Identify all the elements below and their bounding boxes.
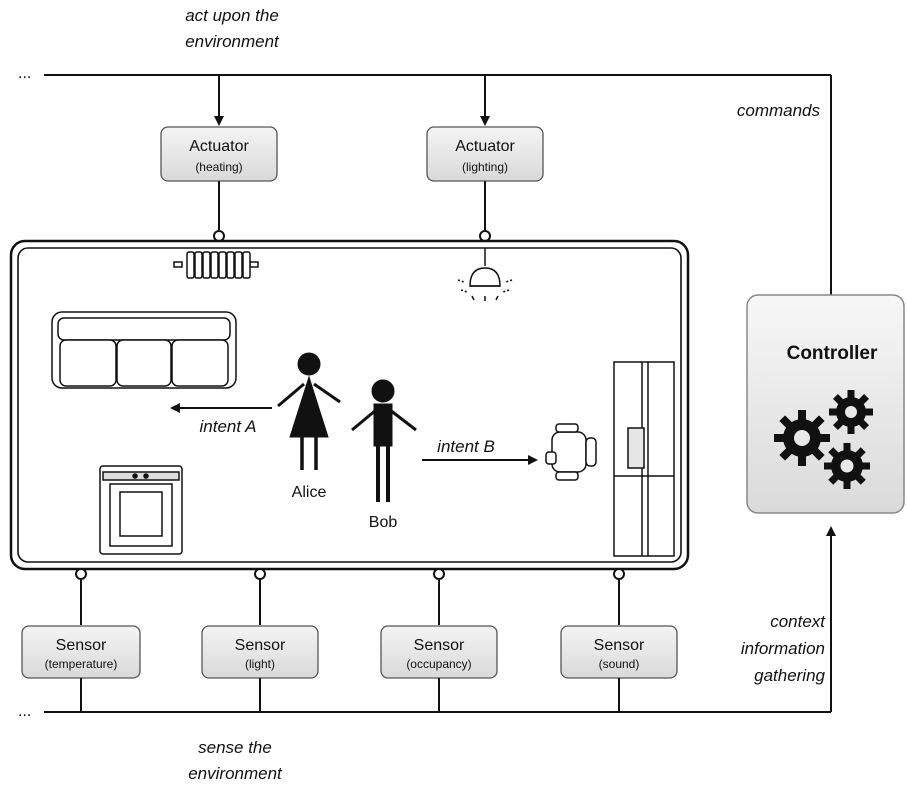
bob-figure-icon (351, 379, 417, 502)
act-upon-caption-line2: environment (185, 32, 280, 51)
alice-figure-icon (277, 352, 341, 470)
lighting-connector-port (479, 230, 491, 242)
sense-caption-line1: sense the (198, 738, 272, 757)
chair-icon (545, 423, 597, 481)
radiator-icon (173, 251, 259, 279)
sensor-occupancy-subtitle: (occupancy) (406, 657, 471, 671)
commands-label: commands (737, 101, 821, 120)
sofa-icon (51, 311, 237, 389)
actuator-heating-title: Actuator (189, 138, 249, 155)
sensor-temperature-subtitle: (temperature) (45, 657, 118, 671)
bottom-bus-ellipsis: ... (18, 703, 31, 720)
sensor-temperature-box: Sensor (temperature) (21, 625, 141, 679)
sensor-sound-box: Sensor (sound) (560, 625, 678, 679)
appliance-icon (99, 465, 183, 555)
alice-label: Alice (292, 484, 327, 501)
ceiling-lamp-icon (457, 248, 513, 301)
sensor-bus-links (80, 678, 620, 712)
context-line1: context (770, 612, 826, 631)
desk-shelf-icon (613, 361, 675, 557)
actuator-lighting-title: Actuator (455, 138, 515, 155)
sensor-temperature-title: Sensor (56, 637, 107, 654)
actuator-lighting-subtitle: (lighting) (462, 160, 508, 174)
sense-caption-line2: environment (188, 764, 283, 783)
top-bus-ellipsis: ... (18, 65, 31, 82)
context-line3: gathering (754, 666, 825, 685)
sensor-occupancy-box: Sensor (occupancy) (380, 625, 498, 679)
sensor-light-box: Sensor (light) (201, 625, 319, 679)
sensor-light-subtitle: (light) (245, 657, 275, 671)
actuator-heating-subtitle: (heating) (195, 160, 242, 174)
context-line2: information (741, 639, 825, 658)
sensor-occupancy-title: Sensor (414, 637, 465, 654)
controller-title: Controller (787, 343, 878, 364)
sensor-light-title: Sensor (235, 637, 286, 654)
sensor-sound-title: Sensor (594, 637, 645, 654)
act-upon-caption-line1: act upon the (185, 6, 279, 25)
sensor-sound-subtitle: (sound) (599, 657, 640, 671)
actuator-heating-box: Actuator (heating) (160, 126, 278, 182)
sensor-connectors (75, 568, 625, 625)
intent-a-label: intent A (199, 417, 256, 436)
heating-connector-port (213, 230, 225, 242)
actuator-lighting-box: Actuator (lighting) (426, 126, 544, 182)
intent-b-label: intent B (437, 437, 495, 456)
bob-label: Bob (369, 514, 398, 531)
gears-icon (774, 390, 873, 489)
controller-box: Controller (746, 294, 905, 514)
